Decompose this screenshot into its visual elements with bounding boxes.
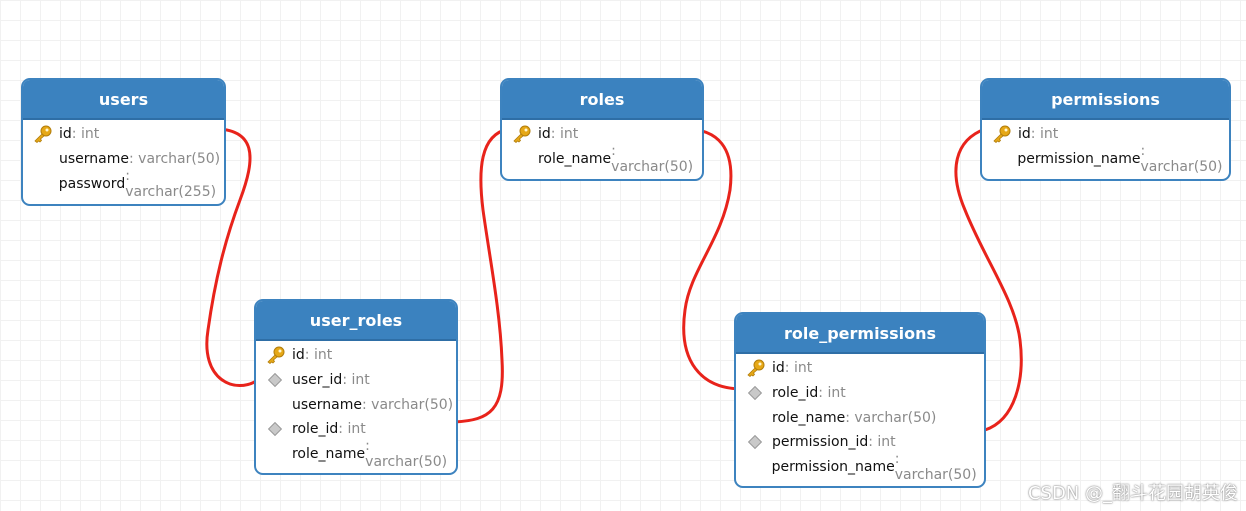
field-type: : int [784, 360, 813, 377]
field-name: user_id [292, 372, 343, 389]
field-row[interactable]: id: int [502, 122, 702, 147]
field-type: : varchar(50) [611, 143, 694, 176]
field-type: : int [342, 372, 370, 389]
relation-roles-user_roles [370, 127, 510, 426]
field-row[interactable]: role_name: varchar(50) [736, 405, 984, 430]
field-name: role_id [772, 385, 819, 402]
field-name: id [538, 126, 551, 143]
field-row[interactable]: permission_name: varchar(50) [736, 451, 984, 483]
watermark: CSDN @_翻斗花园胡英俊 [1027, 483, 1238, 504]
foreign-key-icon [267, 372, 283, 388]
primary-key-icon [31, 125, 53, 144]
primary-key-icon [744, 359, 766, 378]
field-name: permission_id [772, 434, 869, 451]
field-name: role_id [292, 421, 339, 438]
foreign-key-icon [747, 435, 763, 450]
field-row[interactable]: permission_name: varchar(50) [982, 143, 1229, 175]
field-row[interactable]: id: int [982, 122, 1229, 147]
primary-key-icon [510, 125, 532, 144]
primary-key-icon [990, 125, 1012, 144]
field-name: username [292, 396, 362, 413]
field-name: permission_name [1017, 151, 1141, 168]
field-type: : varchar(50) [362, 396, 454, 413]
field-row[interactable]: id: int [23, 122, 224, 147]
field-name: username [59, 151, 129, 168]
field-name: id [1018, 126, 1031, 143]
field-name: role_name [537, 151, 612, 168]
table-title[interactable]: user_roles [256, 301, 456, 341]
field-type: : int [71, 126, 100, 143]
field-type: : int [1030, 126, 1059, 143]
table-title[interactable]: permissions [982, 80, 1229, 120]
field-type: : int [550, 126, 579, 143]
relation-roles-role_permissions [678, 127, 747, 391]
table-users[interactable]: users id: int username: varchar(50) pass… [21, 78, 226, 206]
field-name: permission_name [771, 459, 895, 476]
field-row[interactable]: id: int [736, 356, 984, 381]
primary-key-icon [264, 346, 286, 365]
field-type: : varchar(50) [1140, 143, 1223, 176]
field-name: id [292, 347, 305, 364]
table-user-roles[interactable]: user_roles id: int user_id: int username… [254, 299, 458, 475]
field-type: : varchar(255) [125, 167, 217, 200]
field-type: : varchar(50) [129, 151, 221, 168]
field-row[interactable]: user_id: int [256, 368, 456, 393]
field-type: : int [818, 385, 846, 402]
table-title[interactable]: roles [502, 80, 702, 120]
field-row[interactable]: username: varchar(50) [23, 147, 224, 172]
field-type: : varchar(50) [845, 409, 937, 426]
table-roles[interactable]: roles id: int role_name: varchar(50) [500, 78, 704, 181]
table-permissions[interactable]: permissions id: int permission_name: var… [980, 78, 1231, 181]
field-row[interactable]: permission_id: int [736, 430, 984, 455]
field-name: role_name [772, 409, 846, 426]
table-title[interactable]: role_permissions [736, 314, 984, 354]
field-type: : int [338, 421, 366, 438]
relation-users-user_roles [203, 127, 274, 387]
field-name: password [58, 175, 126, 192]
field-row[interactable]: role_name: varchar(50) [502, 143, 702, 175]
field-name: id [59, 126, 72, 143]
field-name: role_name [291, 446, 366, 463]
field-type: : int [868, 434, 896, 451]
field-row[interactable]: role_id: int [256, 417, 456, 442]
field-row[interactable]: role_name: varchar(50) [256, 438, 456, 470]
table-title[interactable]: users [23, 80, 224, 120]
table-role-permissions[interactable]: role_permissions id: int role_id: int ro… [734, 312, 986, 488]
field-type: : int [304, 347, 333, 364]
foreign-key-icon [267, 422, 283, 437]
field-row[interactable]: id: int [256, 343, 456, 368]
field-name: id [772, 360, 785, 377]
field-type: : varchar(50) [365, 438, 448, 471]
field-row[interactable]: role_id: int [736, 381, 984, 406]
field-type: : varchar(50) [894, 451, 977, 484]
field-row[interactable]: password: varchar(255) [23, 168, 224, 200]
field-row[interactable]: username: varchar(50) [256, 392, 456, 417]
foreign-key-icon [747, 385, 763, 401]
